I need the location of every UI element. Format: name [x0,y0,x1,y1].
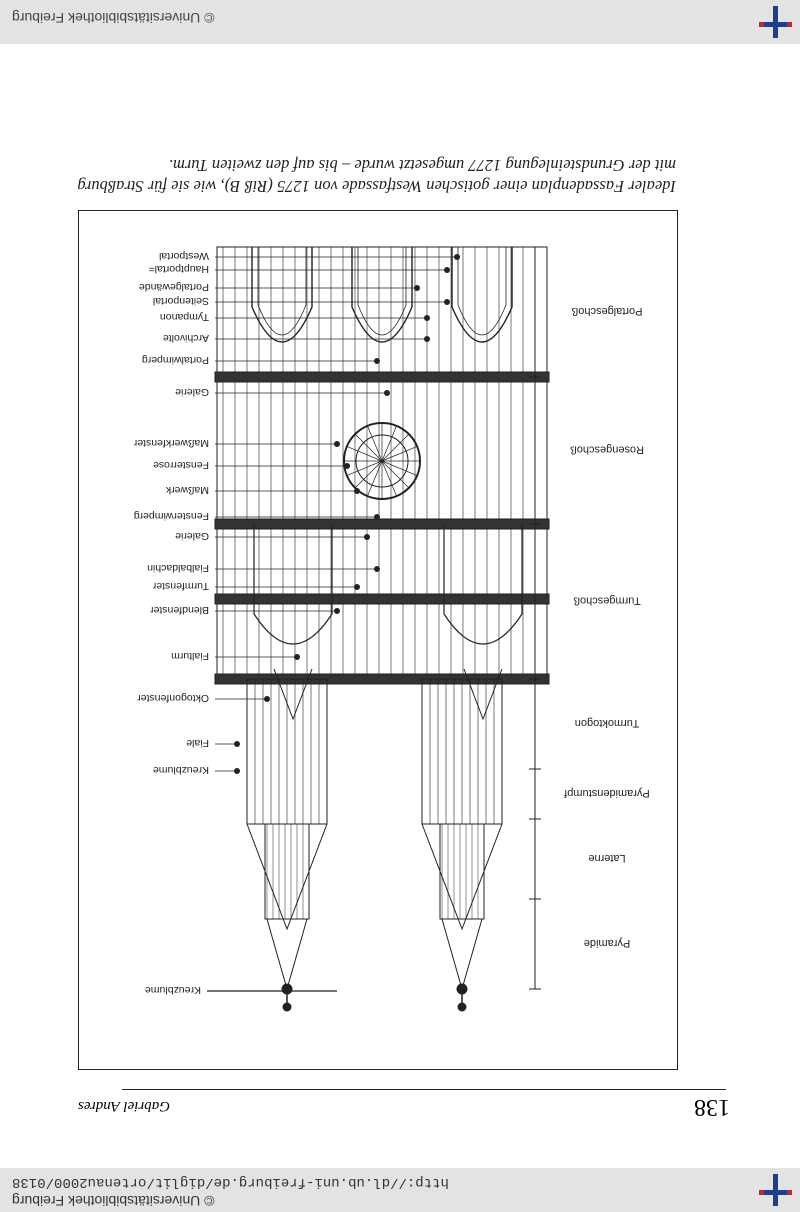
part-label: Fensterwimperg [134,510,209,522]
facade-plan-figure: PortalgeschoßRosengeschoßTurmgeschoßTurm… [133,246,650,1012]
header-url[interactable]: http://dl.ub.uni-freiburg.de/diglit/orte… [12,1174,449,1190]
finial-callout: Kreuzblume [145,984,337,996]
part-label: Fialturm [171,650,209,662]
part-label: Tympanon [160,311,209,323]
part-label: Maßwerkfenster [133,437,209,449]
section-label: Rosengeschoß [570,444,644,456]
part-label: Fiale [186,737,209,749]
part-label: Galerie [175,530,209,542]
section-label: Turmoktogon [575,717,639,729]
section-label: Portalgeschoß [571,305,642,317]
part-label: Kreuzblume [153,764,209,776]
part-label: Oktogonfenster [137,692,209,704]
facade-drawing [214,246,550,1012]
part-label: Westportal [159,250,209,262]
part-label: Blendfenster [150,604,209,616]
part-label: Fensterrose [153,459,209,471]
viewer-header-bar: © Universitätsbibliothek Freiburg http:/… [0,1168,800,1212]
footer-copyright: © Universitätsbibliothek Freiburg [12,10,215,26]
section-label: Pyramidenstumpf [563,787,650,799]
section-label: Turmgeschoß [573,595,641,607]
figure-caption: Idealer Fassadenplan einer gotischen Wes… [77,156,676,196]
library-logo-icon [758,1174,794,1206]
part-label: Fialbaldachin [147,562,209,574]
header-rule [122,1089,726,1090]
part-label: Portalwimperg [142,354,209,366]
part-label: Portalgewände [139,281,209,293]
section-label: Pyramide [584,937,630,949]
page-number: 138 [694,1094,730,1120]
part-label: Hauptportal= [149,263,209,275]
library-logo-icon [758,6,794,38]
section-dimensions: PortalgeschoßRosengeschoßTurmgeschoßTurm… [529,246,650,990]
part-label: Seitenportal [153,295,209,307]
part-label: Maßwerk [165,484,209,496]
part-label: Turmfenster [152,580,209,592]
finial-label: Kreuzblume [145,984,201,996]
header-copyright: © Universitätsbibliothek Freiburg [12,1193,215,1209]
part-label: Galerie [175,386,209,398]
part-label: Archivolte [163,332,209,344]
section-label: Laterne [588,852,625,864]
viewer-footer-bar: © Universitätsbibliothek Freiburg [0,0,800,44]
